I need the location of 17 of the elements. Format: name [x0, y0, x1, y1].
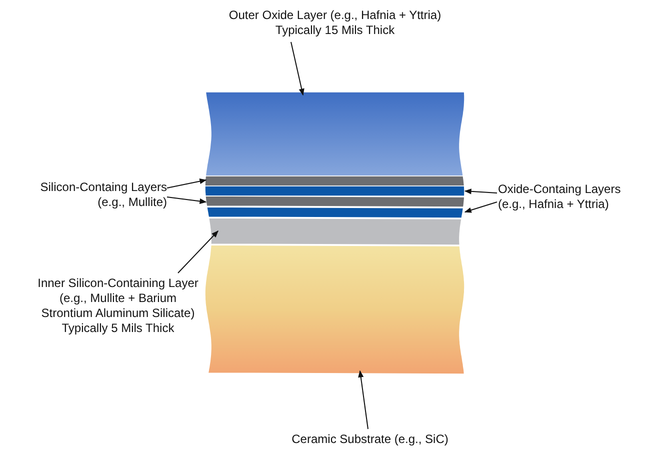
callout-text: Ceramic Substrate (e.g., SiC): [270, 432, 470, 447]
leader-line: [166, 178, 207, 188]
coating-layer: [205, 196, 467, 207]
coating-layer: [205, 245, 467, 374]
leader-line: [464, 188, 498, 194]
coating-layer: [205, 176, 467, 186]
callout-text: Outer Oxide Layer (e.g., Hafnia + Yttria) Typically 15 Mils Thick: [225, 8, 445, 38]
callout-text: Oxide-Containg Layers (e.g., Hafnia + Yttria): [498, 182, 633, 212]
coating-layer: [205, 92, 467, 176]
leader-line: [178, 230, 218, 274]
coating-layer: [205, 186, 467, 196]
leader-line: [290, 42, 304, 96]
callout-text: Silicon-Containg Layers (e.g., Mullite): [30, 180, 167, 210]
leader-line: [464, 202, 498, 213]
callout-text: Inner Silicon-Containing Layer (e.g., Mullite + Barium Strontium Aluminum Silicate) Typically 5 Mils Thick: [33, 276, 203, 336]
leader-line: [166, 196, 207, 204]
leader-line: [358, 370, 368, 430]
